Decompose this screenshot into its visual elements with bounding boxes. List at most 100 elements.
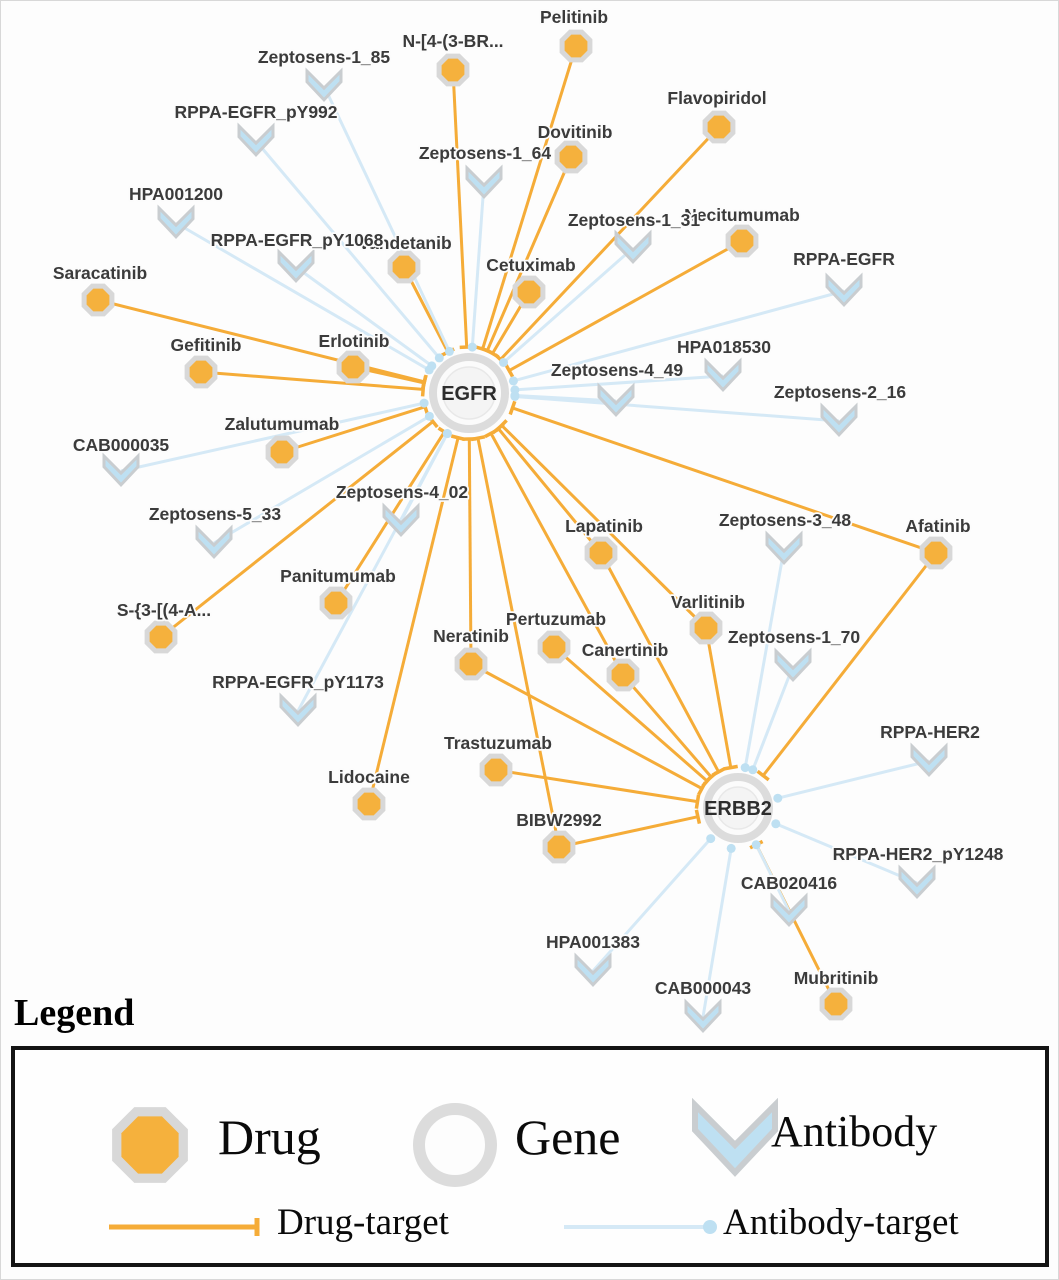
antibody-node-zeptosens-5-33[interactable] [195, 524, 233, 559]
drug-target-tee-cap [723, 764, 739, 771]
antibody-target-dot-cap [434, 353, 444, 363]
antibody-node-zeptosens-1-64[interactable] [465, 164, 503, 199]
antibody-node-zeptosens-1-85[interactable] [305, 67, 343, 102]
antibody-node-rppa-egfr[interactable] [825, 272, 863, 307]
node-label-dovitinib: Dovitinib [538, 122, 613, 142]
antibody-legend-label: Antibody [771, 1107, 938, 1156]
node-label-zeptosens-1-31: Zeptosens-1_31 [568, 210, 701, 230]
edge-afatinib-egfr [512, 406, 937, 555]
gene-label-egfr: EGFR [441, 383, 497, 405]
drug-target-tee-cap [495, 419, 508, 432]
antibody-node-rppa-egfr-py992[interactable] [237, 122, 275, 157]
drug-node-n-4-3-br[interactable] [436, 53, 470, 87]
node-label-zeptosens-2-16: Zeptosens-2_16 [774, 382, 907, 402]
antibody-node-rppa-her2-py1248[interactable] [898, 864, 936, 899]
antibody-node-zeptosens-4-02[interactable] [382, 502, 420, 537]
drug-node-trastuzumab[interactable] [479, 753, 513, 787]
legend-box: Drug Gene Antibody Drug-target Antibody-… [11, 1046, 1049, 1267]
antibody-target-dot-cap [748, 765, 758, 775]
antibody-target-dot-cap [706, 834, 716, 844]
node-label-pertuzumab: Pertuzumab [506, 609, 606, 629]
antibody-target-dot-cap [773, 793, 783, 803]
drug-node-pelitinib[interactable] [559, 29, 593, 63]
drug-legend-icon [112, 1107, 188, 1183]
node-label-saracatinib: Saracatinib [53, 263, 147, 283]
drug-node-s-3-4-a[interactable] [144, 620, 178, 654]
antibody-node-rppa-egfr-py1173[interactable] [279, 692, 317, 727]
edge-necitumumab-egfr [508, 239, 743, 372]
legend-title: Legend [14, 992, 135, 1034]
drug-node-mubritinib[interactable] [819, 987, 853, 1021]
drug-target-tee-cap [701, 774, 714, 788]
antibody-node-cab000035[interactable] [102, 452, 140, 487]
antibody-target-dot-cap [467, 342, 477, 352]
gene-node-inner-ring [716, 786, 760, 830]
edge-dovitinib-egfr [485, 156, 573, 352]
drug-node-vandetanib[interactable] [387, 250, 421, 284]
network-graph: PelitinibN-[4-(3-BR...DovitinibFlavopiri… [51, 5, 1005, 1033]
node-label-s-3-4-a: S-{3-[(4-A... [117, 600, 211, 620]
node-label-cab020416: CAB020416 [741, 873, 838, 893]
drug-node-cetuximab[interactable] [512, 275, 546, 309]
drug-node-gefitinib[interactable] [184, 355, 218, 389]
drug-node-panitumumab[interactable] [319, 586, 353, 620]
node-label-zeptosens-4-02: Zeptosens-4_02 [336, 482, 469, 502]
antibody-node-zeptosens-4-49[interactable] [597, 382, 635, 417]
antibody-target-dot-cap [508, 376, 518, 386]
antibody-target-dot-cap [740, 763, 750, 773]
antibody-node-zeptosens-2-16[interactable] [820, 402, 858, 437]
edge-afatinib-erbb2 [761, 552, 938, 777]
drug-node-canertinib[interactable] [606, 658, 640, 692]
node-label-necitumumab: Necitumumab [684, 205, 800, 225]
edge-rppa-egfr-py1173-egfr [296, 432, 449, 712]
edge-rppa-her2-erbb2 [777, 759, 930, 800]
drug-target-tee-cap [504, 363, 515, 378]
antibody-node-cab020416[interactable] [770, 892, 808, 927]
node-label-rppa-egfr-py1173: RPPA-EGFR_pY1173 [212, 672, 384, 692]
drug-node-neratinib[interactable] [454, 647, 488, 681]
node-label-gefitinib: Gefitinib [171, 335, 242, 355]
edge-canertinib-egfr [489, 432, 625, 676]
antibody-node-cab000043[interactable] [684, 998, 722, 1033]
drug-node-varlitinib[interactable] [689, 611, 723, 645]
drug-node-dovitinib[interactable] [554, 140, 588, 174]
antibody-node-rppa-egfr-py1068[interactable] [277, 248, 315, 283]
antibody-node-zeptosens-1-70[interactable] [774, 647, 812, 682]
drug-node-bibw2992[interactable] [542, 830, 576, 864]
gene-legend-icon [413, 1103, 497, 1187]
drug-node-lapatinib[interactable] [584, 536, 618, 570]
edge-zalutumumab-egfr [281, 405, 426, 454]
drug-node-necitumumab[interactable] [725, 224, 759, 258]
drug-target-tee-cap [694, 794, 701, 809]
edge-bibw2992-erbb2 [558, 815, 699, 849]
antibody-target-dot-cap [424, 411, 434, 421]
drug-node-zalutumumab[interactable] [265, 435, 299, 469]
edge-rppa-egfr-py992-egfr [254, 140, 441, 359]
edge-pertuzumab-erbb2 [553, 645, 709, 783]
node-label-cetuximab: Cetuximab [486, 255, 575, 275]
edge-lidocaine-egfr [367, 437, 460, 805]
drug-node-afatinib[interactable] [919, 536, 953, 570]
node-label-rppa-her2: RPPA-HER2 [880, 722, 980, 742]
edge-lapatinib-egfr [497, 427, 603, 554]
antibody-node-hpa018530[interactable] [704, 357, 742, 392]
edge-rppa-egfr-egfr [513, 289, 845, 383]
edge-zeptosens-1-64-egfr [470, 182, 486, 348]
edge-hpa001383-erbb2 [591, 837, 712, 972]
drug-node-lidocaine[interactable] [352, 787, 386, 821]
drug-node-flavopiridol[interactable] [702, 110, 736, 144]
edge-trastuzumab-erbb2 [495, 768, 698, 804]
drug-node-erlotinib[interactable] [336, 350, 370, 384]
antibody-node-hpa001200[interactable] [157, 204, 195, 239]
node-label-zeptosens-5-33: Zeptosens-5_33 [149, 504, 282, 524]
antibody-node-rppa-her2[interactable] [910, 742, 948, 777]
drug-node-pertuzumab[interactable] [537, 630, 571, 664]
antibody-node-zeptosens-1-31[interactable] [614, 229, 652, 264]
node-label-rppa-her2-py1248: RPPA-HER2_pY1248 [833, 844, 1004, 864]
drug-node-saracatinib[interactable] [81, 283, 115, 317]
antibody-node-zeptosens-3-48[interactable] [765, 530, 803, 565]
antibody-legend-icon [692, 1098, 778, 1177]
antibody-node-hpa001383[interactable] [574, 952, 612, 987]
drug-target-legend-line [109, 1218, 260, 1236]
